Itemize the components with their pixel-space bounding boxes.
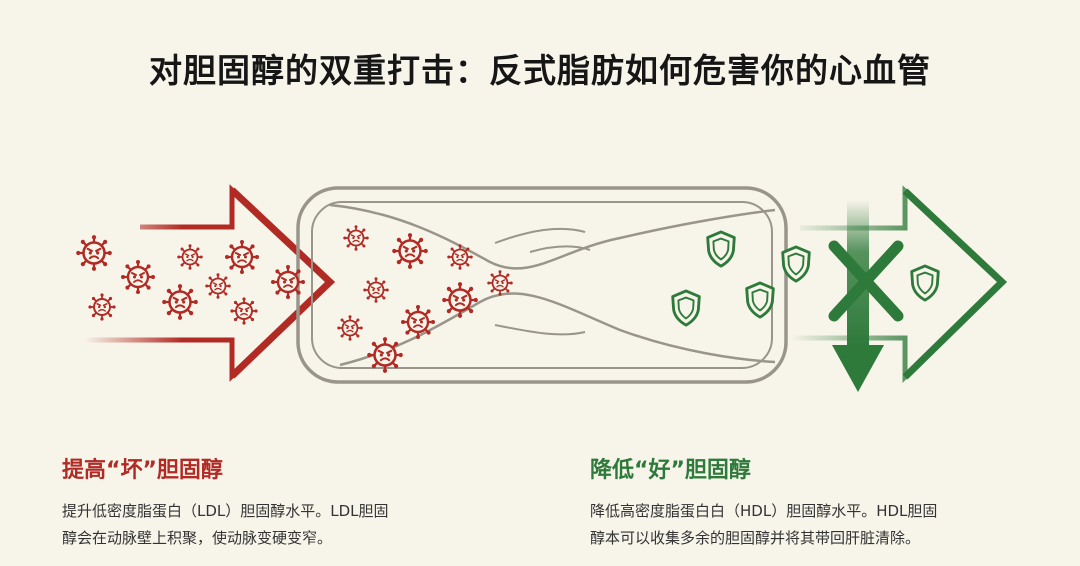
angry-virus-icon [336, 314, 364, 342]
angry-virus-icon [440, 280, 480, 320]
angry-virus-icon [342, 224, 370, 252]
hdl-arrow [790, 185, 1008, 383]
page-title: 对胆固醇的双重打击：反式脂肪如何危害你的心血管 [149, 51, 931, 90]
ldl-section: 提高“坏”胆固醇 提升低密度脂蛋白（LDL）胆固醇水平。LDL胆固 醇会在动脉壁… [62, 452, 482, 552]
angry-virus-icon [74, 233, 114, 273]
hdl-section: 降低“好”胆固醇 降低高密度脂蛋白白（HDL）胆固醇水平。HDL胆固 醇本可以收… [590, 452, 1030, 552]
ldl-description-line2: 醇会在动脉壁上积聚，使动脉变硬变窄。 [62, 529, 333, 547]
angry-virus-icon [269, 263, 307, 301]
angry-virus-icon [204, 272, 232, 300]
angry-virus-icon [223, 238, 261, 276]
angry-virus-icon [119, 258, 157, 296]
shield-icon [910, 264, 940, 302]
angry-virus-icon [399, 303, 437, 341]
angry-virus-icon [160, 282, 200, 322]
ldl-description-line1: 提升低密度脂蛋白（LDL）胆固醇水平。LDL胆固 [62, 502, 389, 520]
hdl-description-line2: 醇本可以收集多余的胆固醇并将其带回肝脏清除。 [590, 529, 921, 547]
shield-icon [745, 281, 775, 319]
angry-virus-icon [486, 269, 514, 297]
angry-virus-icon [362, 276, 390, 304]
x-mark-icon [828, 240, 904, 322]
ldl-description: 提升低密度脂蛋白（LDL）胆固醇水平。LDL胆固 醇会在动脉壁上积聚，使动脉变硬… [62, 498, 482, 552]
ldl-arrow [85, 184, 336, 382]
hdl-heading: 降低“好”胆固醇 [590, 458, 751, 483]
hdl-description: 降低高密度脂蛋白白（HDL）胆固醇水平。HDL胆固 醇本可以收集多余的胆固醇并将… [590, 498, 1030, 552]
angry-virus-icon [176, 243, 204, 271]
angry-virus-icon [87, 292, 117, 322]
angry-virus-icon [446, 243, 474, 271]
angry-virus-icon [390, 231, 430, 271]
hdl-description-line1: 降低高密度脂蛋白白（HDL）胆固醇水平。HDL胆固 [590, 502, 938, 520]
shield-icon [671, 289, 701, 327]
shield-icon [706, 230, 736, 268]
ldl-heading: 提高“坏”胆固醇 [62, 458, 223, 483]
angry-virus-icon [229, 296, 259, 326]
angry-virus-icon [365, 335, 405, 375]
illustration [74, 184, 1008, 392]
